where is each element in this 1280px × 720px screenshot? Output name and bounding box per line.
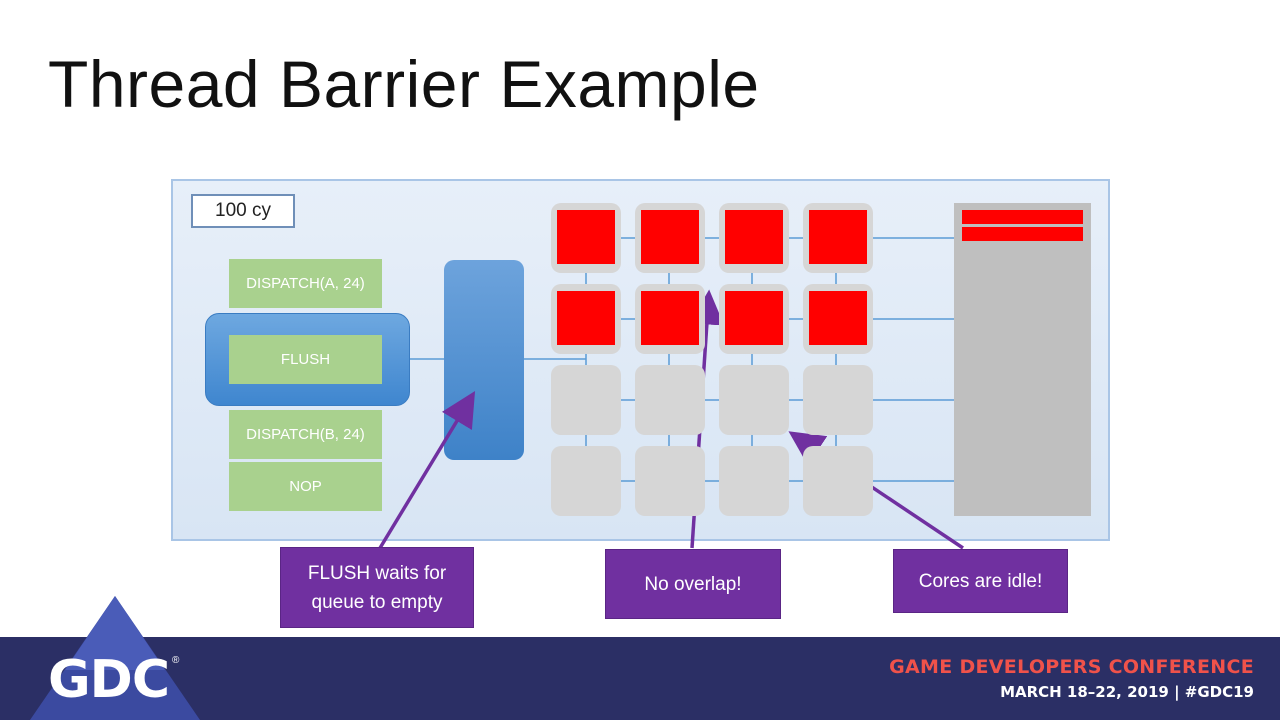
gdc-logo: GDC	[48, 650, 170, 710]
callout-flush-waits: FLUSH waits for queue to empty	[280, 547, 474, 628]
command-dispatch-b: DISPATCH(B, 24)	[229, 410, 382, 459]
core-busy	[803, 284, 873, 354]
timeline-box	[954, 203, 1091, 516]
core-workload	[641, 291, 699, 345]
slide-title: Thread Barrier Example	[48, 47, 760, 121]
core-workload	[557, 291, 615, 345]
command-dispatch-a: DISPATCH(A, 24)	[229, 259, 382, 308]
core-idle	[551, 365, 621, 435]
core-busy	[719, 203, 789, 273]
callout-cores-idle: Cores are idle!	[893, 549, 1068, 613]
command-queue	[444, 260, 524, 460]
timeline-bar-busy	[962, 227, 1083, 241]
core-busy	[635, 203, 705, 273]
registered-mark: ®	[172, 655, 180, 666]
core-busy	[551, 203, 621, 273]
core-workload	[809, 291, 867, 345]
core-workload	[725, 210, 783, 264]
core-workload	[809, 210, 867, 264]
command-nop: NOP	[229, 462, 382, 511]
footer-band	[0, 637, 1280, 720]
cycle-counter: 100 cy	[191, 194, 295, 228]
core-idle	[803, 446, 873, 516]
core-idle	[719, 365, 789, 435]
core-idle	[635, 446, 705, 516]
conference-name: GAME DEVELOPERS CONFERENCE	[889, 656, 1254, 678]
core-idle	[803, 365, 873, 435]
callout-no-overlap: No overlap!	[605, 549, 781, 619]
gdc-triangle-icon	[30, 596, 200, 720]
core-busy	[635, 284, 705, 354]
core-idle	[719, 446, 789, 516]
core-workload	[641, 210, 699, 264]
command-flush: FLUSH	[229, 335, 382, 384]
core-busy	[803, 203, 873, 273]
core-busy	[551, 284, 621, 354]
core-busy	[719, 284, 789, 354]
conference-date: MARCH 18–22, 2019 | #GDC19	[1000, 683, 1254, 701]
core-workload	[557, 210, 615, 264]
core-idle	[635, 365, 705, 435]
timeline-bar-busy	[962, 210, 1083, 224]
core-workload	[725, 291, 783, 345]
core-idle	[551, 446, 621, 516]
